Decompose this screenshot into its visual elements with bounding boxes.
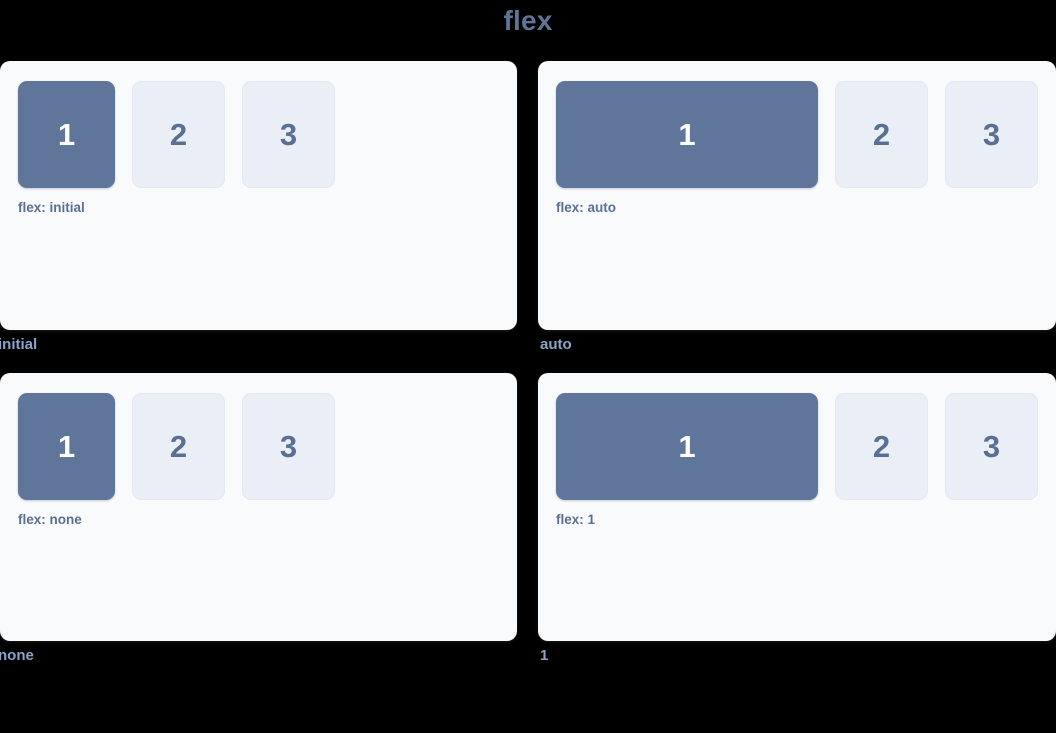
flex-item-2: 2 xyxy=(132,393,225,500)
flex-item-3: 3 xyxy=(242,81,335,188)
flex-item-1: 1 xyxy=(18,81,115,188)
flex-property-label: flex: initial xyxy=(18,200,85,215)
flex-item-3: 3 xyxy=(242,393,335,500)
demo-panel-auto: 1 2 3 flex: auto xyxy=(538,61,1056,330)
flex-container-auto: 1 2 3 xyxy=(538,81,1056,188)
flex-item-2: 2 xyxy=(835,393,928,500)
flex-item-2: 2 xyxy=(132,81,225,188)
panel-caption-none: none xyxy=(0,647,34,664)
page-title: flex xyxy=(503,5,553,36)
demo-panel-initial: 1 2 3 flex: initial xyxy=(0,61,517,330)
flex-property-label: flex: none xyxy=(18,512,82,527)
demo-panel-none: 1 2 3 flex: none xyxy=(0,373,517,641)
demo-cell-one: 1 2 3 flex: 1 1 xyxy=(538,373,1056,665)
demo-grid: 1 2 3 flex: initial initial 1 2 3 flex: … xyxy=(0,61,1056,665)
demo-panel-one: 1 2 3 flex: 1 xyxy=(538,373,1056,641)
flex-item-1: 1 xyxy=(18,393,115,500)
flex-item-3: 3 xyxy=(945,393,1038,500)
flex-property-label: flex: auto xyxy=(556,200,617,215)
flex-container-initial: 1 2 3 xyxy=(0,81,517,188)
flex-item-3: 3 xyxy=(945,81,1038,188)
panel-caption-auto: auto xyxy=(540,336,572,353)
demo-cell-auto: 1 2 3 flex: auto auto xyxy=(538,61,1056,354)
flex-item-2: 2 xyxy=(835,81,928,188)
flex-item-1: 1 xyxy=(556,81,818,188)
demo-cell-none: 1 2 3 flex: none none xyxy=(0,373,517,665)
flex-container-none: 1 2 3 xyxy=(0,393,517,500)
flex-item-1: 1 xyxy=(556,393,818,500)
demo-cell-initial: 1 2 3 flex: initial initial xyxy=(0,61,517,354)
flex-container-one: 1 2 3 xyxy=(538,393,1056,500)
panel-caption-initial: initial xyxy=(0,336,38,353)
panel-caption-one: 1 xyxy=(540,647,549,664)
flex-property-label: flex: 1 xyxy=(556,512,596,527)
